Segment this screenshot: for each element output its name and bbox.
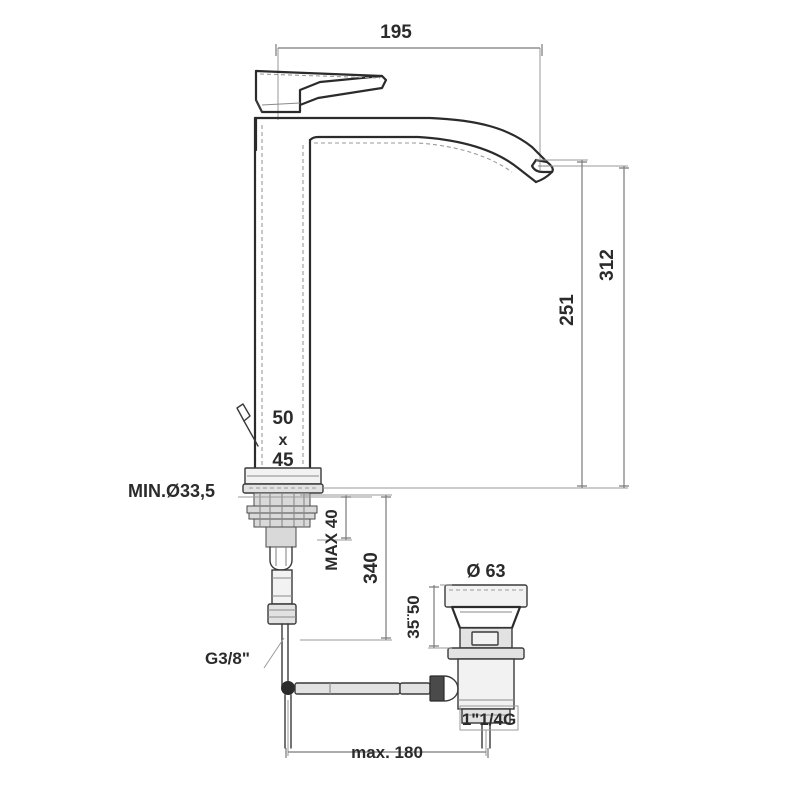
dimension-label-waste-thread: 1"1/4G xyxy=(462,710,516,729)
dimension-waste-height-range: 35¨50 xyxy=(404,584,452,649)
base-escutcheon xyxy=(242,467,324,494)
dimension-rod-length: max. 180 xyxy=(285,700,489,762)
dimension-label-35-50: 35¨50 xyxy=(404,595,423,638)
column-leader-arrow xyxy=(236,403,259,447)
dimension-waste-flange-diameter: Ø 63 xyxy=(466,561,505,581)
dimension-label-x: x xyxy=(279,432,288,449)
dimension-max-thickness: MAX 40 xyxy=(317,494,352,571)
dimension-label-max40: MAX 40 xyxy=(322,509,341,570)
mounting-hardware xyxy=(246,492,318,571)
lever-handle xyxy=(254,69,388,114)
dimension-label-340: 340 xyxy=(361,552,382,584)
faucet-assembly: G3/8" xyxy=(205,69,554,749)
faucet-column-body xyxy=(253,116,312,472)
dimension-label-max180: max. 180 xyxy=(351,743,423,762)
flexible-supply-hose xyxy=(267,569,297,687)
dimension-label-195: 195 xyxy=(380,22,412,43)
dimension-label-diameter63: Ø 63 xyxy=(466,561,505,581)
dimension-label-251: 251 xyxy=(557,294,578,326)
spout-lower-curve xyxy=(308,135,538,184)
dimension-handle-clearance: 50 x 45 xyxy=(272,408,294,471)
dimension-label-45: 45 xyxy=(272,450,294,471)
spout-outlet xyxy=(530,158,554,184)
dimension-label-50: 50 xyxy=(272,408,293,429)
dimension-label-min-diameter: MIN.Ø33,5 xyxy=(128,481,215,501)
dimension-waste-thread: 1"1/4G xyxy=(459,705,519,731)
dimension-total-height: 312 xyxy=(323,165,629,489)
dimension-hose-length: 340 xyxy=(300,494,392,641)
dimension-label-312: 312 xyxy=(597,249,618,281)
popup-waste-rod xyxy=(281,675,445,749)
supply-thread-leader: G3/8" xyxy=(205,637,285,669)
spout-upper-curve xyxy=(253,116,549,164)
dimension-spout-height: 251 xyxy=(536,159,588,488)
popup-waste-body xyxy=(443,584,528,749)
dimension-spout-reach: 195 xyxy=(275,22,543,170)
dimension-label-g38: G3/8" xyxy=(205,649,250,668)
